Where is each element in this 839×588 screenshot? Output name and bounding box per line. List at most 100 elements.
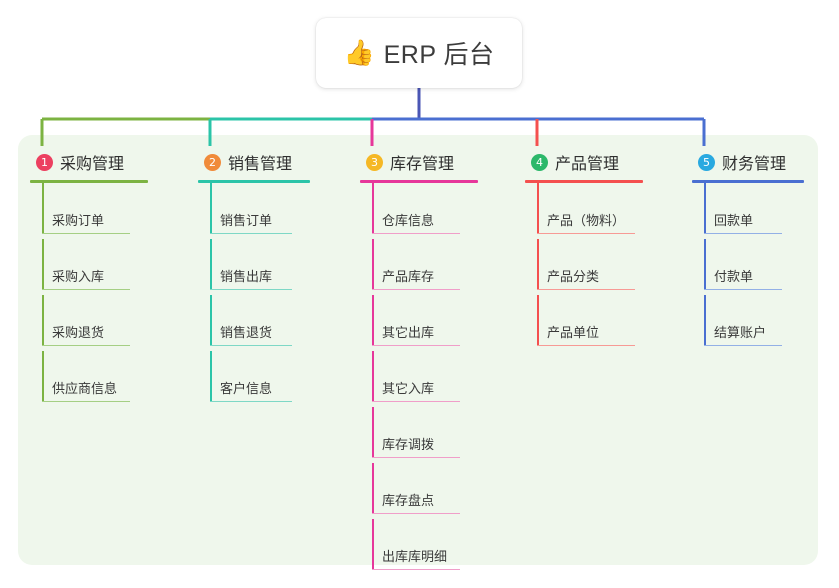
branch-children-1: 采购订单采购入库采购退货供应商信息 bbox=[30, 183, 148, 407]
child-connector-stem bbox=[537, 295, 539, 346]
branch-underline-3 bbox=[360, 180, 478, 183]
branch-badge-3: 3 bbox=[366, 153, 383, 171]
child-underline bbox=[42, 288, 130, 290]
child-underline bbox=[372, 568, 460, 570]
child-connector-stem bbox=[704, 239, 706, 290]
child-connector-stem bbox=[537, 239, 539, 290]
child-item[interactable]: 采购订单 bbox=[30, 183, 148, 239]
child-connector-stem bbox=[42, 239, 44, 290]
child-item[interactable]: 客户信息 bbox=[198, 351, 310, 407]
child-connector-stem bbox=[210, 295, 212, 346]
child-item[interactable]: 供应商信息 bbox=[30, 351, 148, 407]
child-underline bbox=[704, 232, 782, 234]
child-underline bbox=[704, 288, 782, 290]
branch-label-5: 财务管理 bbox=[722, 156, 787, 173]
child-item[interactable]: 产品分类 bbox=[525, 239, 643, 295]
child-connector-stem bbox=[372, 463, 374, 514]
child-item[interactable]: 付款单 bbox=[692, 239, 804, 295]
branch-header-5[interactable]: 5 财务管理 bbox=[692, 150, 804, 174]
child-underline bbox=[210, 288, 292, 290]
child-item[interactable]: 采购退货 bbox=[30, 295, 148, 351]
child-item[interactable]: 销售订单 bbox=[198, 183, 310, 239]
child-item[interactable]: 其它入库 bbox=[360, 351, 478, 407]
branch-badge-1: 1 bbox=[36, 153, 53, 171]
child-connector-stem bbox=[42, 351, 44, 402]
child-connector-stem bbox=[210, 351, 212, 402]
child-underline bbox=[372, 232, 460, 234]
child-label: 客户信息 bbox=[220, 381, 273, 396]
child-underline bbox=[210, 400, 292, 402]
child-label: 出库库明细 bbox=[382, 549, 448, 564]
child-label: 付款单 bbox=[714, 269, 754, 284]
child-label: 销售退货 bbox=[220, 325, 273, 340]
branch-header-3[interactable]: 3 库存管理 bbox=[360, 150, 478, 174]
branch-label-3: 库存管理 bbox=[390, 156, 455, 173]
branch-children-4: 产品（物料）产品分类产品单位 bbox=[525, 183, 643, 351]
child-item[interactable]: 采购入库 bbox=[30, 239, 148, 295]
child-label: 库存盘点 bbox=[382, 493, 435, 508]
child-label: 采购退货 bbox=[52, 325, 105, 340]
child-underline bbox=[372, 400, 460, 402]
child-item[interactable]: 销售出库 bbox=[198, 239, 310, 295]
child-label: 产品单位 bbox=[547, 325, 600, 340]
branch-underline-4 bbox=[525, 180, 643, 183]
child-label: 产品库存 bbox=[382, 269, 435, 284]
branch-children-5: 回款单付款单结算账户 bbox=[692, 183, 804, 351]
child-underline bbox=[537, 344, 635, 346]
child-item[interactable]: 销售退货 bbox=[198, 295, 310, 351]
child-connector-stem bbox=[704, 183, 706, 234]
child-connector-stem bbox=[537, 183, 539, 234]
child-item[interactable]: 产品库存 bbox=[360, 239, 478, 295]
child-connector-stem bbox=[210, 239, 212, 290]
child-item[interactable]: 其它出库 bbox=[360, 295, 478, 351]
child-label: 其它入库 bbox=[382, 381, 435, 396]
child-underline bbox=[372, 288, 460, 290]
child-label: 采购订单 bbox=[52, 213, 105, 228]
child-label: 销售出库 bbox=[220, 269, 273, 284]
branch-children-3: 仓库信息产品库存其它出库其它入库库存调拨库存盘点出库库明细 bbox=[360, 183, 478, 575]
child-connector-stem bbox=[372, 183, 374, 234]
child-item[interactable]: 仓库信息 bbox=[360, 183, 478, 239]
child-label: 仓库信息 bbox=[382, 213, 435, 228]
root-title: ERP 后台 bbox=[383, 41, 495, 69]
diagram-panel bbox=[18, 135, 818, 565]
root-node[interactable]: 👍 ERP 后台 bbox=[316, 18, 522, 88]
child-underline bbox=[372, 512, 460, 514]
child-underline bbox=[537, 232, 635, 234]
child-connector-stem bbox=[372, 351, 374, 402]
child-connector-stem bbox=[704, 295, 706, 346]
child-connector-stem bbox=[372, 295, 374, 346]
branch-label-4: 产品管理 bbox=[555, 156, 620, 173]
child-label: 供应商信息 bbox=[52, 381, 118, 396]
branch-underline-2 bbox=[198, 180, 310, 183]
child-connector-stem bbox=[42, 295, 44, 346]
child-underline bbox=[372, 456, 460, 458]
child-item[interactable]: 库存盘点 bbox=[360, 463, 478, 519]
child-connector-stem bbox=[372, 239, 374, 290]
child-item[interactable]: 产品单位 bbox=[525, 295, 643, 351]
child-underline bbox=[372, 344, 460, 346]
child-underline bbox=[42, 344, 130, 346]
child-label: 回款单 bbox=[714, 213, 754, 228]
branch-children-2: 销售订单销售出库销售退货客户信息 bbox=[198, 183, 310, 407]
branch-badge-2: 2 bbox=[204, 153, 221, 171]
child-underline bbox=[42, 400, 130, 402]
child-item[interactable]: 结算账户 bbox=[692, 295, 804, 351]
child-item[interactable]: 出库库明细 bbox=[360, 519, 478, 575]
child-underline bbox=[42, 232, 130, 234]
child-item[interactable]: 产品（物料） bbox=[525, 183, 643, 239]
child-connector-stem bbox=[372, 519, 374, 570]
child-underline bbox=[210, 344, 292, 346]
child-connector-stem bbox=[42, 183, 44, 234]
child-item[interactable]: 回款单 bbox=[692, 183, 804, 239]
branch-badge-5: 5 bbox=[698, 153, 715, 171]
child-item[interactable]: 库存调拨 bbox=[360, 407, 478, 463]
child-connector-stem bbox=[210, 183, 212, 234]
child-underline bbox=[210, 232, 292, 234]
